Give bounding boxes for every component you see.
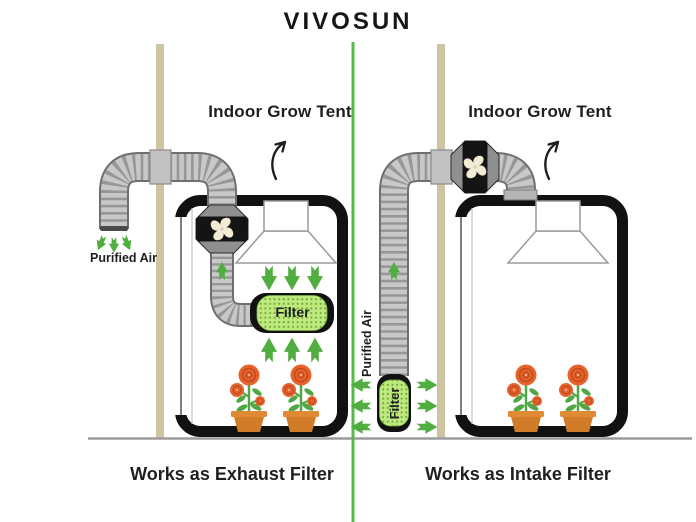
airflow-arrow-icons-exhaust-out <box>93 233 135 253</box>
right-fan-to-tent-duct <box>494 152 538 201</box>
right-filter-label: Filter <box>387 387 402 420</box>
brand-logo: VIVOSUN <box>283 8 413 35</box>
left-wall-pole <box>156 44 164 438</box>
fan-icon <box>451 141 499 193</box>
right-duct-wall-sleeve <box>430 149 453 185</box>
right-intake-duct <box>379 152 455 376</box>
carbon-filter-icon <box>250 293 334 333</box>
left-tent-label: Indoor Grow Tent <box>208 102 352 121</box>
left-filter-label: Filter <box>275 304 310 320</box>
divider-line <box>351 42 355 522</box>
circulation-arrow-icon <box>544 140 560 181</box>
fan-icon <box>196 205 248 253</box>
circulation-arrow-icon <box>271 140 287 181</box>
right-wall-pole <box>437 44 445 438</box>
left-fan-to-filter-duct <box>210 250 258 327</box>
left-caption: Works as Exhaust Filter <box>130 464 334 484</box>
right-caption: Works as Intake Filter <box>425 464 611 484</box>
carbon-filter-icon <box>377 374 411 432</box>
airflow-arrow-icons-filter-right <box>416 378 438 434</box>
right-purified-air-label: Purified Air <box>360 310 374 377</box>
right-tent-label: Indoor Grow Tent <box>468 102 612 121</box>
left-purified-air-label: Purified Air <box>90 251 157 265</box>
left-duct-wall-sleeve <box>149 149 172 185</box>
